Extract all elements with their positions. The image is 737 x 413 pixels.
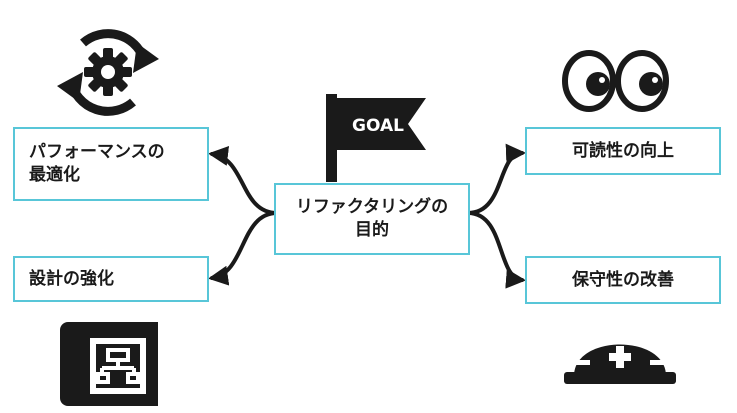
blueprint-icon — [60, 322, 158, 406]
arrow-to-performance — [208, 145, 279, 215]
goal-label-performance: パフォーマンスの 最適化 — [29, 142, 165, 185]
goal-box-performance: パフォーマンスの 最適化 — [13, 127, 209, 201]
goal-box-design: 設計の強化 — [13, 256, 209, 302]
goal-label-readability: 可読性の向上 — [572, 140, 674, 161]
arrow-to-maintainability — [466, 211, 526, 289]
arrow-to-design — [208, 211, 279, 286]
goal-box-maintainability: 保守性の改善 — [525, 256, 721, 304]
arrow-to-readability — [466, 143, 526, 215]
goal-box-readability: 可読性の向上 — [525, 127, 721, 175]
hard-hat-icon — [564, 344, 676, 384]
goal-label-design: 設計の強化 — [29, 268, 114, 289]
center-label: リファクタリングの 目的 — [295, 197, 449, 240]
flag-label: GOAL — [352, 116, 404, 136]
center-box: リファクタリングの 目的 — [274, 183, 470, 255]
goal-flag-icon: GOAL — [326, 94, 426, 182]
eyes-icon — [562, 50, 669, 112]
gear-cycle-icon — [57, 29, 159, 116]
goal-label-maintainability: 保守性の改善 — [572, 269, 674, 290]
